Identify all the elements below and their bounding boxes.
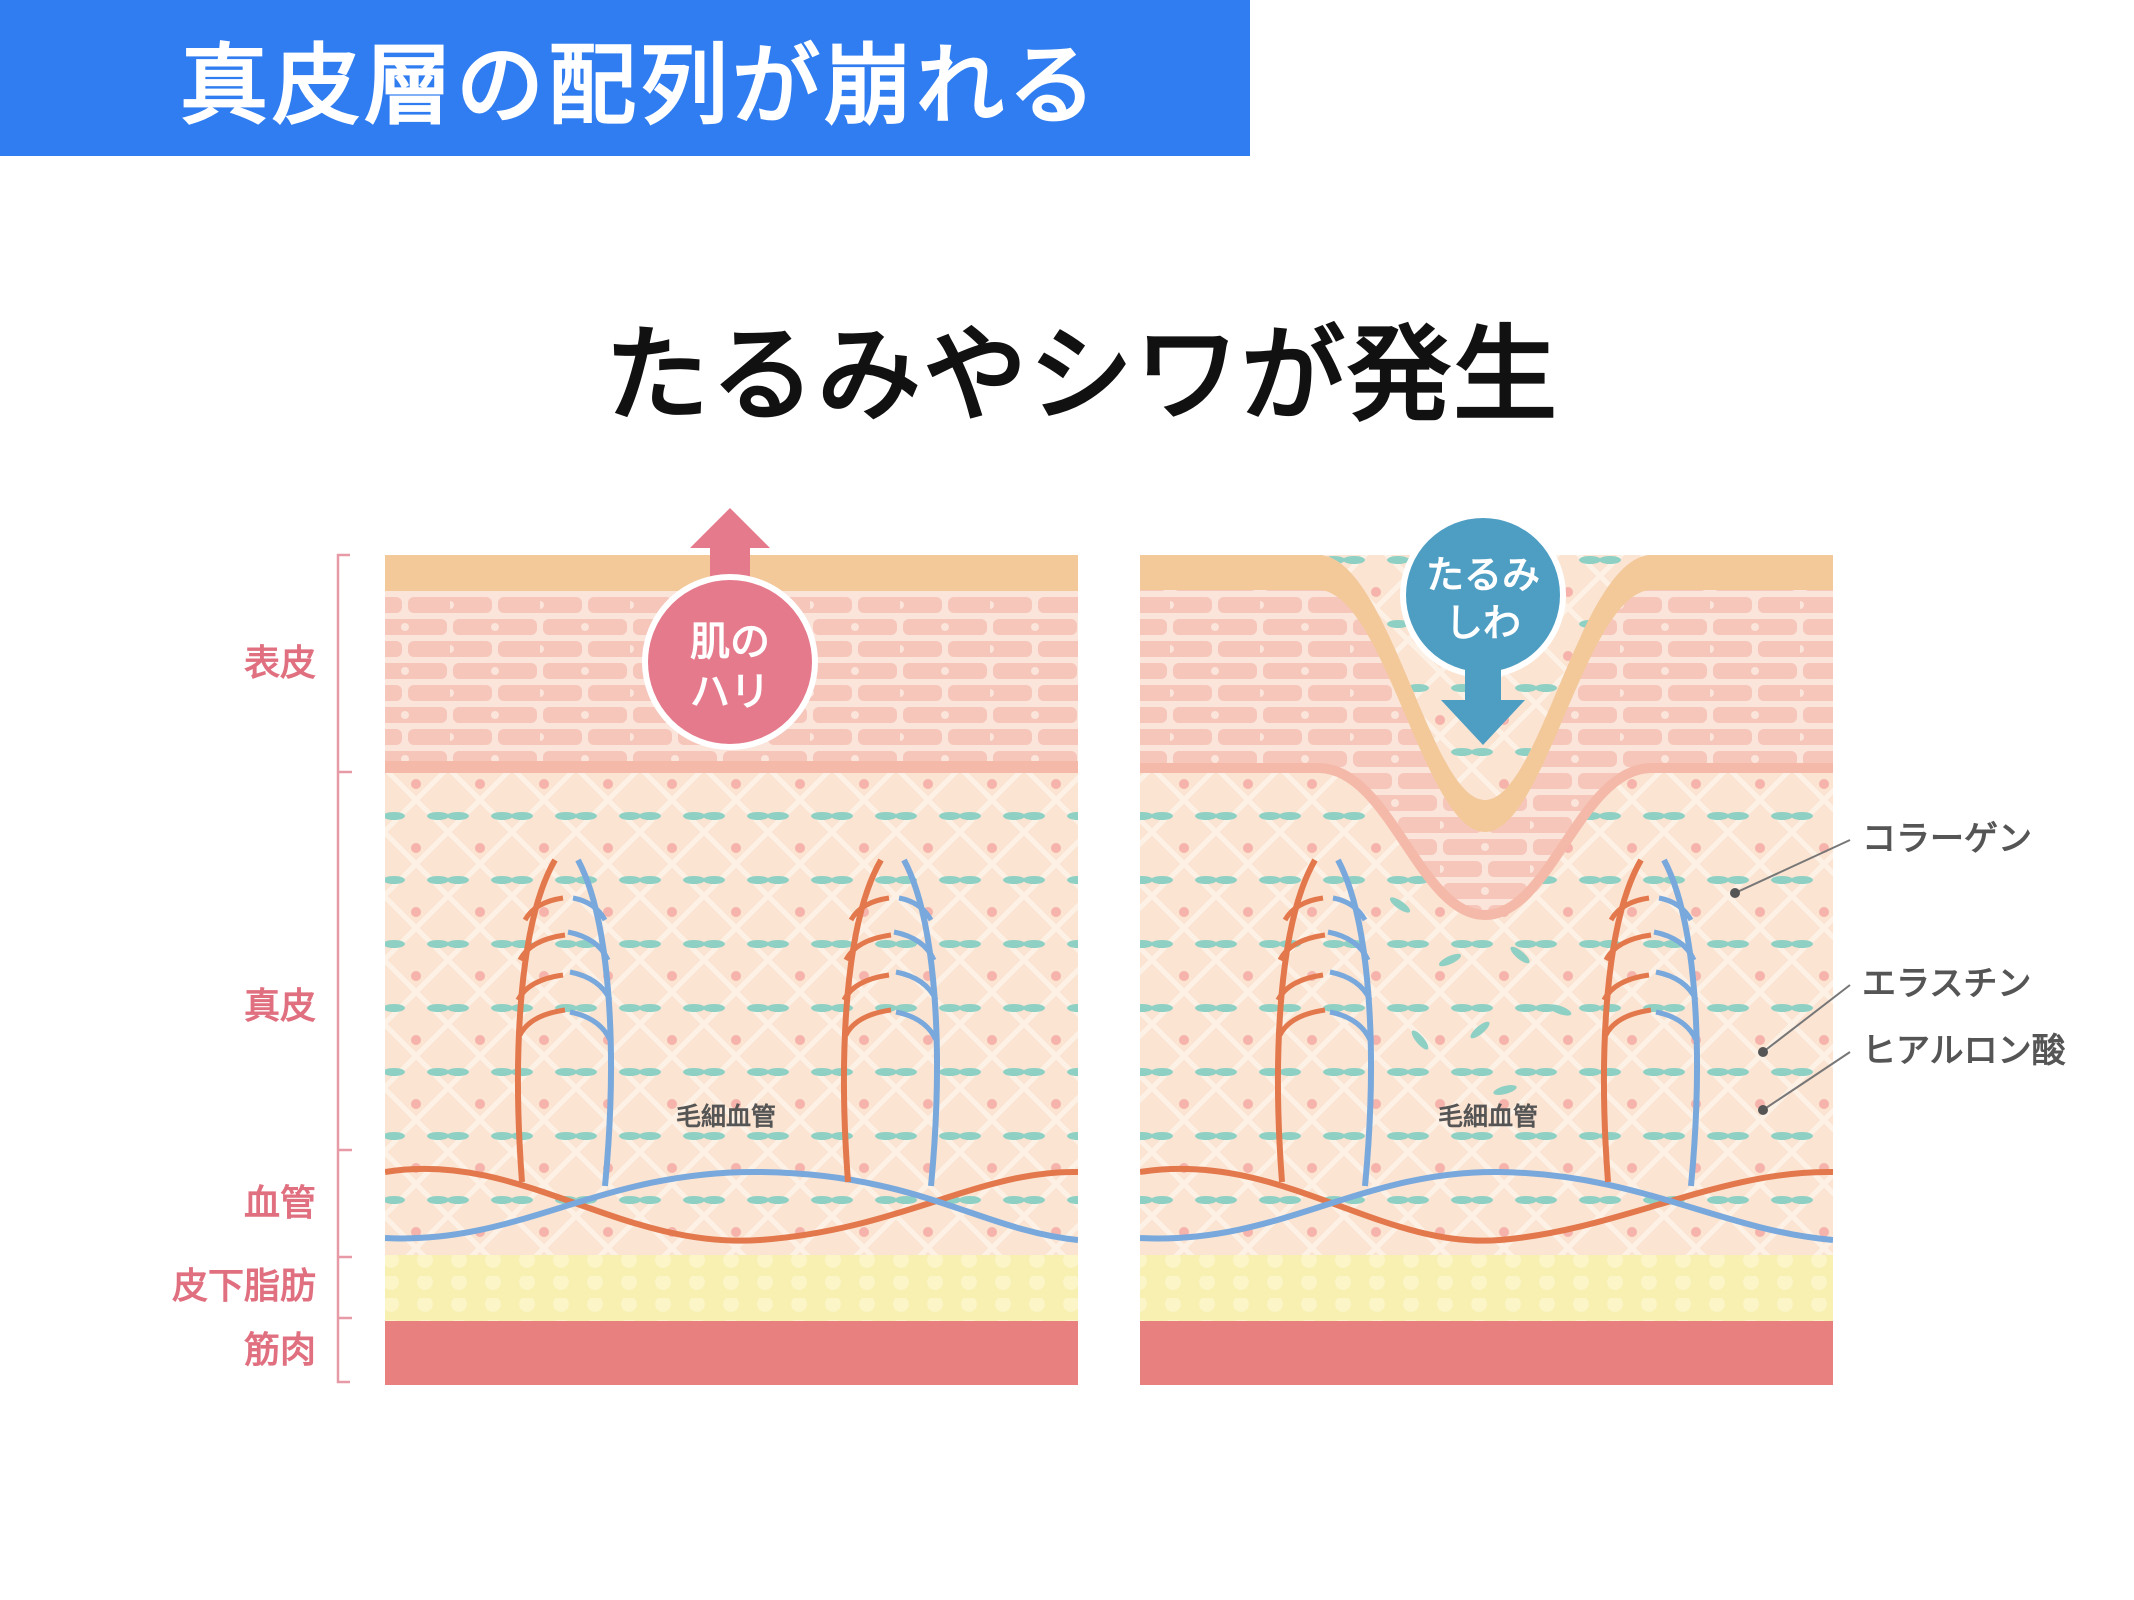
epidermis-layer: [1140, 555, 1833, 920]
firmness-label-line2: ハリ: [690, 669, 770, 715]
firmness-label-line1: 肌の: [690, 619, 770, 665]
disordered-collagen: [1389, 897, 1572, 1095]
page-title: 真皮層の配列が崩れる: [180, 33, 1101, 137]
title-banner: 真皮層の配列が崩れる: [0, 0, 1250, 156]
capillary-loop: [1601, 858, 1700, 1187]
capillary-label: 毛細血管: [1438, 1102, 1538, 1131]
vein-vessel: [385, 1168, 1078, 1243]
label-epidermis: 表皮: [244, 643, 316, 684]
capillary-loop: [841, 858, 940, 1187]
legend: コラーゲン エラスチン ヒアルロン酸: [1730, 819, 2067, 1115]
label-subcutaneous-fat: 皮下脂肪: [172, 1266, 316, 1307]
layer-bracket: [336, 553, 352, 1384]
capillary-loop: [1275, 858, 1374, 1187]
legend-hyaluronic-acid: ヒアルロン酸: [1862, 1031, 2067, 1071]
firmness-arrow: 肌の ハリ: [642, 508, 818, 750]
artery-vessel: [385, 1165, 1078, 1244]
sagging-label-line2: しわ: [1445, 601, 1521, 645]
elastin-dot: [1758, 1047, 1768, 1057]
subtitle: たるみやシワが発生: [604, 314, 1559, 436]
artery-vessel: [1140, 1165, 1833, 1244]
label-dermis: 真皮: [244, 986, 316, 1027]
subcutaneous-fat-layer: [385, 1255, 1078, 1321]
left-skin-panel: 毛細血管 肌の ハリ: [385, 508, 1078, 1385]
muscle-layer: [385, 1321, 1078, 1385]
right-skin-panel: 毛細血管 たるみ しわ: [1140, 512, 1833, 1385]
dermis-layer: [385, 773, 1078, 1255]
subcutaneous-fat-layer: [1140, 1255, 1833, 1321]
label-blood-vessel: 血管: [244, 1183, 316, 1224]
collagen-dot: [1730, 888, 1740, 898]
skin-surface: [1140, 555, 1833, 832]
capillary-loop: [515, 858, 614, 1187]
legend-collagen: コラーゲン: [1862, 819, 2032, 859]
legend-elastin: エラスチン: [1862, 964, 2031, 1004]
sagging-label-line1: たるみ: [1426, 553, 1540, 597]
muscle-layer: [1140, 1321, 1833, 1385]
vein-vessel: [1140, 1168, 1833, 1243]
hyaluronic-dot: [1758, 1105, 1768, 1115]
label-muscle: 筋肉: [244, 1330, 316, 1371]
sagging-arrow: たるみ しわ: [1400, 512, 1566, 745]
capillary-label: 毛細血管: [676, 1102, 776, 1131]
